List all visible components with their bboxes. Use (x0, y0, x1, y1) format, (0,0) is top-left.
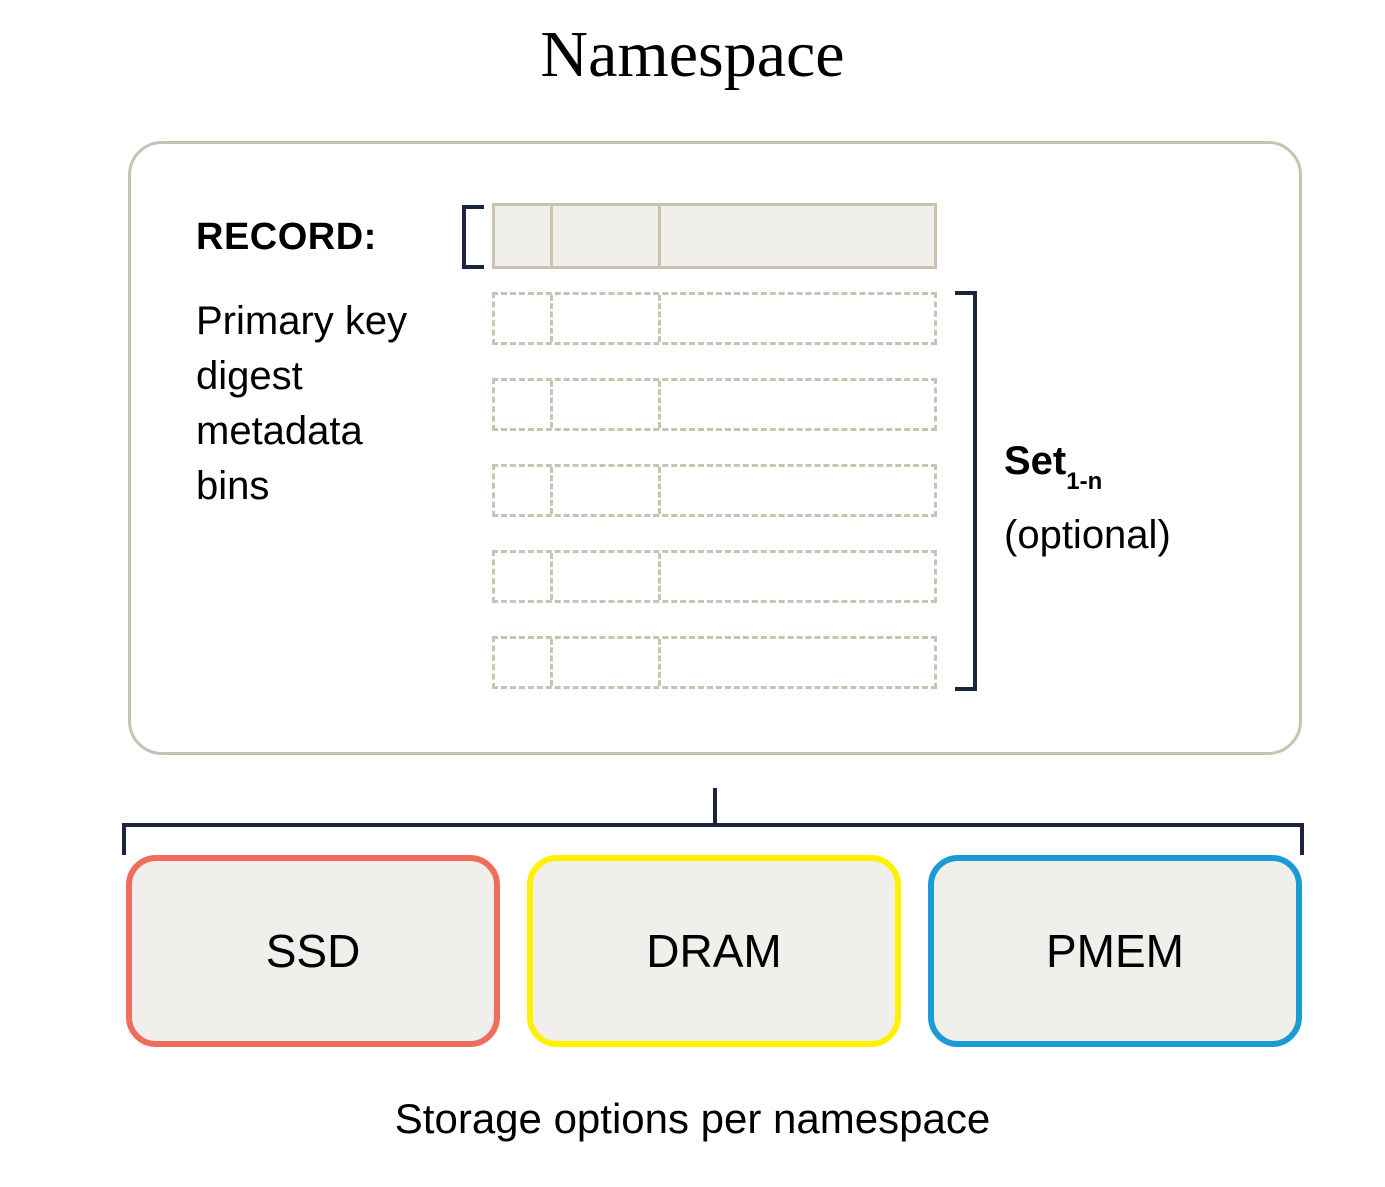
record-row (492, 203, 937, 269)
set-label-subscript: 1-n (1066, 468, 1103, 495)
set-optional-label: (optional) (1004, 513, 1171, 557)
set-cell-primary-key (495, 467, 553, 514)
storage-option-ssd[interactable]: SSD (126, 855, 500, 1047)
storage-bracket (122, 823, 1304, 855)
field-bins: bins (196, 464, 270, 508)
storage-caption: Storage options per namespace (394, 1095, 991, 1142)
set-cell-digest (553, 467, 661, 514)
set-cell-primary-key (495, 381, 553, 428)
set-record-rows (492, 292, 937, 689)
set-record-row (492, 636, 937, 689)
storage-option-pmem-label: PMEM (1046, 925, 1184, 977)
set-record-row (492, 378, 937, 431)
set-label: Set1-n (1004, 439, 1102, 494)
set-record-row (492, 550, 937, 603)
record-left-bracket (462, 205, 484, 269)
record-cell-primary-key (495, 206, 553, 266)
set-record-row (492, 292, 937, 345)
set-right-bracket (955, 291, 977, 691)
storage-option-pmem[interactable]: PMEM (928, 855, 1302, 1047)
field-metadata: metadata (196, 409, 363, 453)
set-cell-bins (661, 639, 934, 686)
storage-options-row: SSD DRAM PMEM (126, 855, 1306, 1047)
set-record-row (492, 464, 937, 517)
set-cell-bins (661, 553, 934, 600)
set-label-word: Set (1004, 439, 1067, 483)
set-cell-primary-key (495, 295, 553, 342)
set-cell-digest (553, 295, 661, 342)
set-cell-digest (553, 639, 661, 686)
storage-option-dram[interactable]: DRAM (527, 855, 901, 1047)
set-cell-bins (661, 295, 934, 342)
storage-option-dram-label: DRAM (646, 925, 782, 977)
record-field-list: Primary key digest metadata bins (196, 294, 466, 514)
diagram-title: Namespace (540, 18, 845, 91)
field-digest: digest (196, 354, 303, 398)
record-label: RECORD: (196, 216, 377, 258)
storage-option-ssd-label: SSD (265, 925, 361, 977)
set-cell-primary-key (495, 639, 553, 686)
set-cell-bins (661, 467, 934, 514)
record-cell-digest (553, 206, 661, 266)
field-primary-key: Primary key (196, 299, 408, 343)
set-cell-primary-key (495, 553, 553, 600)
set-cell-digest (553, 553, 661, 600)
set-cell-bins (661, 381, 934, 428)
namespace-storage-connector-stem (713, 788, 717, 825)
set-cell-digest (553, 381, 661, 428)
record-cell-bins (661, 206, 934, 266)
